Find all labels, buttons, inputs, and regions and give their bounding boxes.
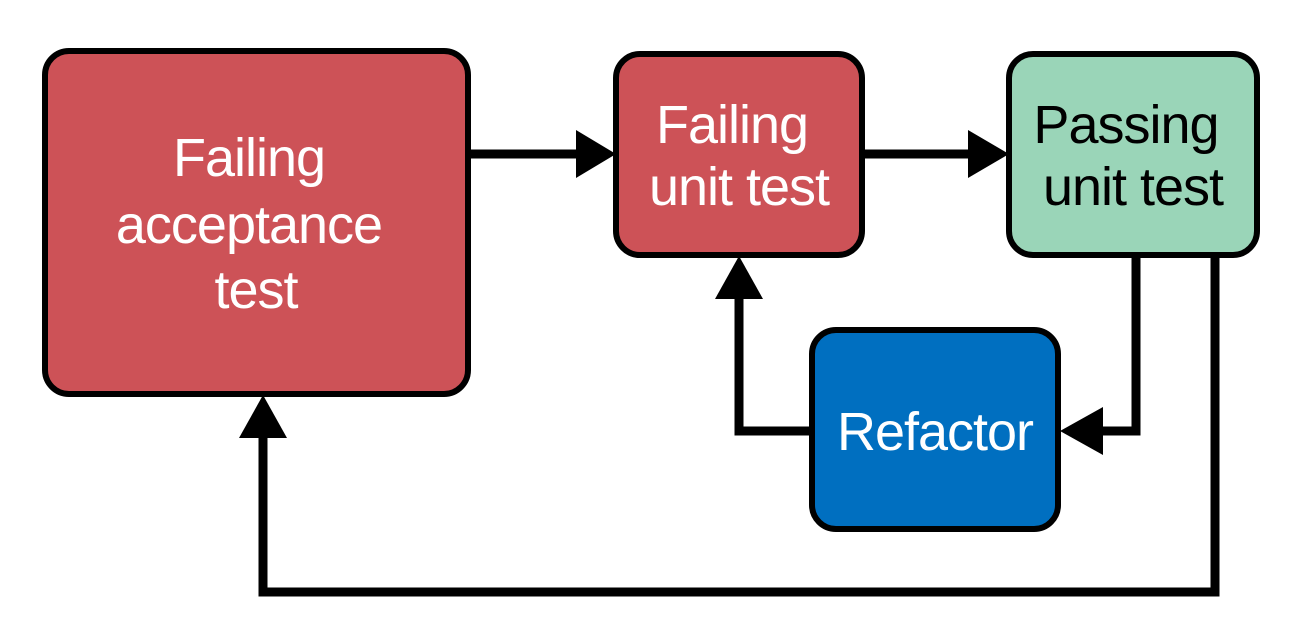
failing-acceptance-test-label: Failing acceptance test	[116, 128, 396, 320]
label-line-1: Failing	[173, 128, 325, 188]
refactor-box	[809, 327, 1061, 532]
arrowhead-into-refactor	[1060, 407, 1103, 455]
passing-unit-test-label: Passing unit test	[1033, 95, 1232, 217]
arrowhead-into-failing-unit	[576, 130, 616, 178]
label-line-3: test	[214, 260, 298, 320]
failing-unit-test-box	[613, 51, 865, 258]
failing-unit-test-label: Failing unit test	[649, 95, 830, 217]
node-passing-unit-test: Passing unit test	[1006, 51, 1260, 258]
edges	[239, 130, 1220, 597]
arrowhead-into-failing-unit-from-refactor	[715, 256, 763, 299]
edge-passing-unit-to-acceptance	[258, 254, 1220, 597]
label-line-1: Refactor	[837, 402, 1034, 462]
edge-passing-unit-to-refactor	[1098, 254, 1141, 436]
node-refactor: Refactor	[809, 327, 1061, 532]
failing-acceptance-test-box	[42, 48, 471, 397]
label-line-2: unit test	[649, 157, 830, 217]
label-line-1: Passing	[1033, 95, 1218, 155]
label-line-2: acceptance	[116, 195, 382, 255]
arrowhead-into-passing-unit	[968, 130, 1009, 178]
passing-unit-test-box	[1006, 51, 1260, 258]
node-failing-unit-test: Failing unit test	[613, 51, 865, 258]
arrowhead-into-acceptance	[239, 395, 287, 438]
refactor-label: Refactor	[837, 402, 1034, 462]
edge-refactor-to-failing-unit	[734, 298, 812, 436]
node-failing-acceptance-test: Failing acceptance test	[42, 48, 471, 397]
label-line-2: unit test	[1043, 157, 1224, 217]
label-line-1: Failing	[656, 95, 808, 155]
